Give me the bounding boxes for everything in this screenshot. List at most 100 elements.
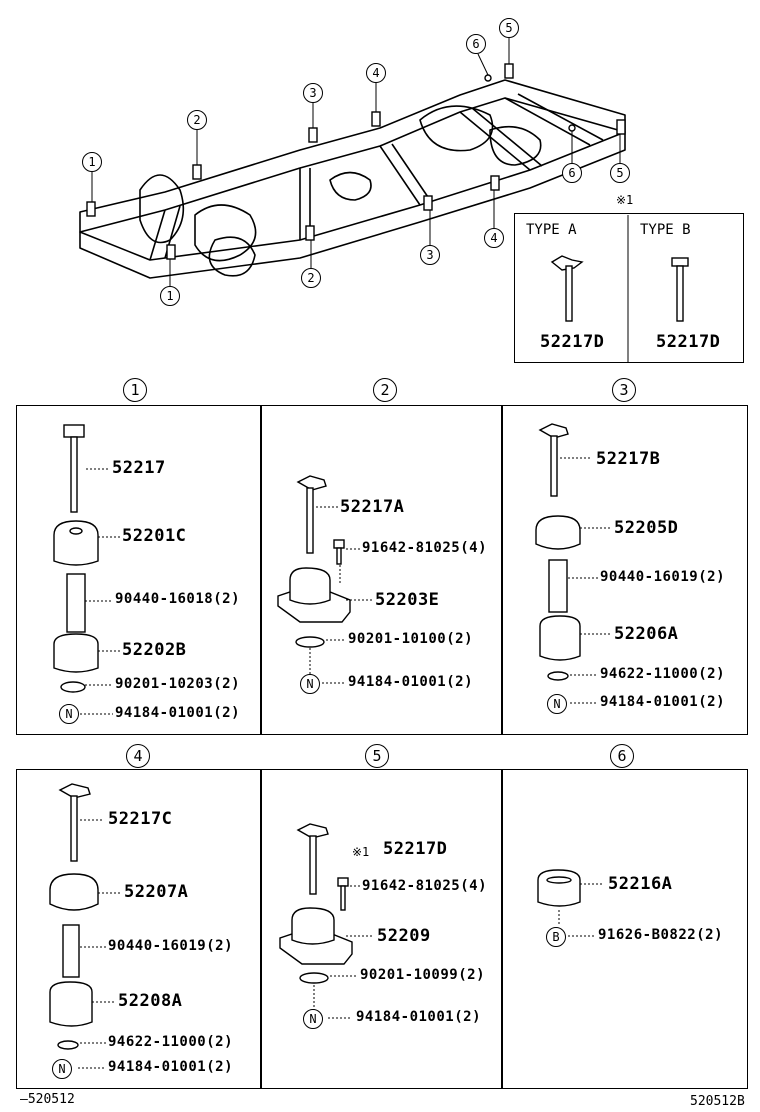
panel-row-1 <box>16 405 748 735</box>
part-label: 52206A <box>614 624 679 644</box>
mount-post <box>484 74 492 82</box>
type-a-label: TYPE A <box>526 222 577 238</box>
part-label: 52217 <box>112 458 166 478</box>
type-b-part: 52217D <box>656 332 721 352</box>
part-label: 52207A <box>124 882 189 902</box>
part-label: 91642-81025(4) <box>362 540 488 556</box>
frame-left-rail <box>79 79 626 233</box>
part-label: 52208A <box>118 991 183 1011</box>
type-b-label: TYPE B <box>640 222 691 238</box>
callout-5: 5 <box>610 163 630 183</box>
mount-post <box>568 124 576 132</box>
suspension-detail <box>489 125 542 166</box>
mount-post <box>305 225 315 241</box>
marker-N: N <box>59 704 79 724</box>
part-label: 90201-10099(2) <box>360 967 486 983</box>
callout-3: 3 <box>303 83 323 103</box>
cushion-lower <box>53 633 99 673</box>
suspension-detail <box>208 236 256 277</box>
part-label: 90201-10100(2) <box>348 631 474 647</box>
suspension-detail <box>139 174 185 244</box>
part-label: 52205D <box>614 518 679 538</box>
group-number-5: 5 <box>365 744 389 768</box>
group-number-1: 1 <box>123 378 147 402</box>
callout-2: 2 <box>301 268 321 288</box>
part-label: 52209 <box>377 926 431 946</box>
callout-4: 4 <box>366 63 386 83</box>
bolt-shank <box>70 436 78 513</box>
callout-1: 1 <box>82 152 102 172</box>
part-label: 91626-B0822(2) <box>598 927 724 943</box>
mount-post <box>308 127 318 143</box>
type-a-part: 52217D <box>540 332 605 352</box>
marker-N: N <box>547 694 567 714</box>
part-label: 90440-16018(2) <box>115 591 241 607</box>
mount-post <box>371 111 381 127</box>
part-label: 91642-81025(4) <box>362 878 488 894</box>
mount-post <box>616 119 626 135</box>
bolt-type-a-head <box>550 255 584 271</box>
group-number-2: 2 <box>373 378 397 402</box>
part-label: 52217B <box>596 449 661 469</box>
mount-post <box>423 195 433 211</box>
panel-divider <box>260 769 262 1089</box>
part-label: 52217A <box>340 497 405 517</box>
note-mark: ※1 <box>616 193 634 207</box>
mount-post <box>86 201 96 217</box>
part-label: 94622-11000(2) <box>108 1034 234 1050</box>
marker-B: B <box>546 927 566 947</box>
bolt-type-b-shank <box>676 265 684 322</box>
panel-divider <box>501 769 503 1089</box>
bolt-type-a-shank <box>565 265 573 322</box>
callout-5: 5 <box>499 18 519 38</box>
part-label: 94622-11000(2) <box>600 666 726 682</box>
part-label: 52216A <box>608 874 673 894</box>
mount-post <box>504 63 514 79</box>
figure-id-right: 520512B <box>690 1094 745 1109</box>
callout-4: 4 <box>484 228 504 248</box>
callout-2: 2 <box>187 110 207 130</box>
frame-crossmember <box>504 93 604 146</box>
group-number-6: 6 <box>610 744 634 768</box>
figure-id-left: —520512 <box>20 1092 75 1107</box>
frame-crossmember <box>379 143 433 206</box>
part-label: 52202B <box>122 640 187 660</box>
part-label: 94184-01001(2) <box>356 1009 482 1025</box>
note-mark: ※1 <box>352 845 370 859</box>
part-label: 90201-10203(2) <box>115 676 241 692</box>
mount-cushion <box>289 567 331 605</box>
figure-id-left-text: 520512 <box>27 1092 75 1107</box>
type-box <box>514 213 744 363</box>
part-label: 52203E <box>375 590 440 610</box>
cushion-upper <box>53 520 99 566</box>
part-label: 52217C <box>108 809 173 829</box>
marker-N: N <box>303 1009 323 1029</box>
mount-post <box>192 164 202 180</box>
marker-N: N <box>52 1059 72 1079</box>
part-label: 94184-01001(2) <box>348 674 474 690</box>
part-label: 52217D <box>383 839 448 859</box>
part-label: 94184-01001(2) <box>108 1059 234 1075</box>
marker-N: N <box>300 674 320 694</box>
group-number-4: 4 <box>126 744 150 768</box>
suspension-detail <box>329 171 372 201</box>
collar <box>66 573 86 633</box>
group-number-3: 3 <box>612 378 636 402</box>
callout-3: 3 <box>420 245 440 265</box>
washer <box>60 681 86 693</box>
callout-1: 1 <box>160 286 180 306</box>
frame-crossmember <box>459 107 543 171</box>
callout-6: 6 <box>562 163 582 183</box>
part-label: 52201C <box>122 526 187 546</box>
part-label: 94184-01001(2) <box>600 694 726 710</box>
callout-6: 6 <box>466 34 486 54</box>
part-label: 90440-16019(2) <box>108 938 234 954</box>
panel-divider <box>501 405 503 735</box>
mount-post <box>166 244 176 260</box>
mount-post <box>490 175 500 191</box>
panel-divider <box>260 405 262 735</box>
part-label: 90440-16019(2) <box>600 569 726 585</box>
panel-row-2 <box>16 769 748 1089</box>
part-label: 94184-01001(2) <box>115 705 241 721</box>
